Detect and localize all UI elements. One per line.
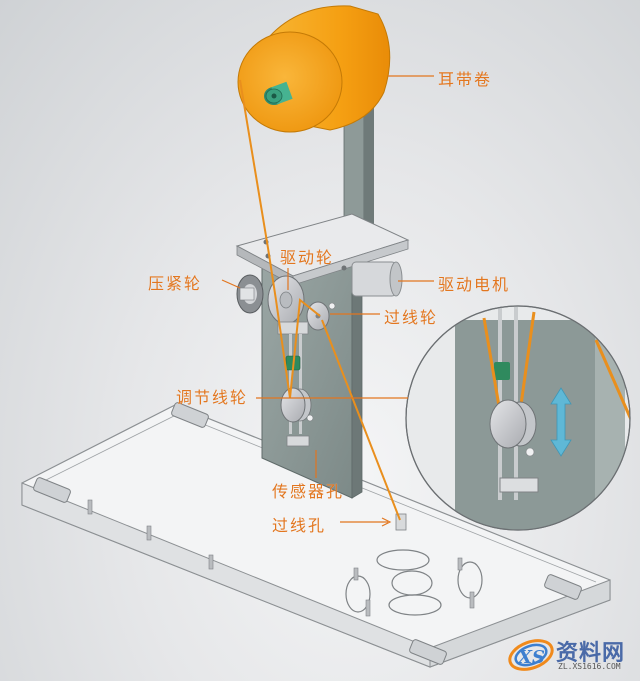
base-plate (21, 402, 611, 668)
ear-band-thread (239, 79, 401, 521)
watermark-url: ZL.XS1616.COM (558, 662, 621, 671)
drive-motor (351, 261, 403, 297)
label-drive-motor: 驱动电机 (438, 275, 511, 294)
label-pressure-wheel: 压紧轮 (148, 274, 203, 293)
ear-band-roll (237, 5, 391, 133)
leader-lines (221, 75, 434, 527)
label-adjusting-wheel: 调节线轮 (176, 388, 249, 407)
label-ear-band-roll: 耳带卷 (438, 70, 493, 89)
svg-text:XS: XS (517, 647, 545, 668)
watermark: XS 资料网 ZL.XS1616.COM (506, 633, 634, 677)
label-sensor-hole: 传感器孔 (272, 482, 345, 501)
double-arrow-vertical-icon (550, 387, 572, 457)
label-guide-wheel: 过线轮 (384, 308, 439, 327)
label-drive-wheel: 驱动轮 (280, 248, 335, 267)
spool-post (343, 103, 374, 239)
detail-magnifier (405, 305, 631, 531)
pressure-wheel (236, 274, 264, 314)
adjusting-wheel (280, 387, 314, 447)
watermark-name: 资料网 (556, 641, 626, 666)
wheel-bracket (277, 321, 309, 335)
xs-logo-icon: XS (508, 639, 554, 671)
label-threading-hole: 过线孔 (272, 516, 327, 535)
top-platform (235, 213, 410, 286)
